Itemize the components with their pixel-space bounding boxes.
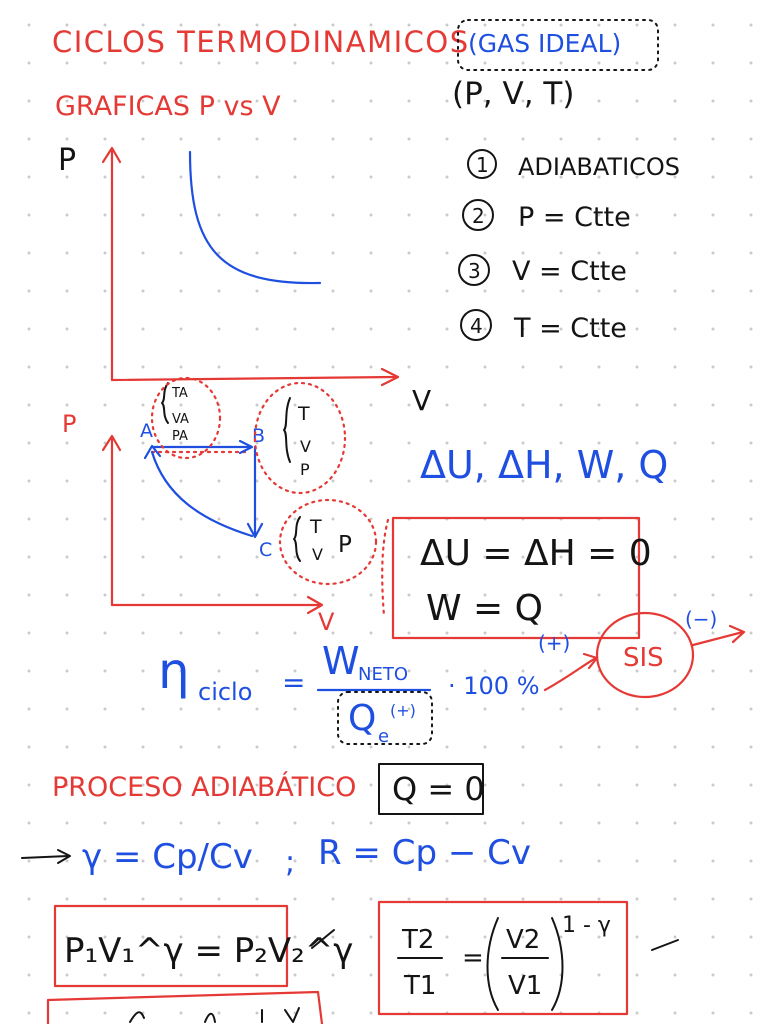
svg-text:(+): (+) (390, 701, 416, 720)
delta-u-equals-zero: ΔU = ΔH = 0 (420, 533, 652, 574)
process-list: 1 ADIABATICOS 2 P = Ctte 3 V = Ctte 4 T … (458, 149, 680, 344)
process-item-2: 2 P = Ctte (462, 199, 631, 233)
graph2-x-label: V (318, 608, 335, 636)
formula1-box (53, 904, 289, 988)
process-item-4: 4 T = Ctte (460, 309, 627, 344)
process-item-3-label: V = Ctte (512, 256, 627, 287)
formula2-box (377, 900, 629, 1016)
svg-text:V1: V1 (508, 971, 542, 1001)
svg-text:;: ; (285, 845, 295, 880)
svg-text:PA: PA (172, 429, 188, 444)
svg-text:V: V (312, 545, 323, 564)
graph1-adiabatic-curve (188, 150, 322, 285)
svg-text:3: 3 (468, 259, 481, 283)
work-equals-heat: W = Q (426, 588, 543, 629)
cycle-path-ca (150, 450, 254, 538)
pvt-variables: (P, V, T) (452, 76, 574, 112)
heat-out-sign: (−) (685, 607, 717, 631)
gamma-ratio: γ = Cp/Cv (82, 837, 253, 877)
efficiency-formula: η ciclo = W NETO Q e (+) · 100 % (158, 639, 540, 747)
graph2-y-label: P (62, 410, 76, 438)
svg-text:V: V (300, 437, 311, 456)
state-functions: ΔU, ΔH, W, Q (420, 443, 668, 487)
graph1-x-label: V (412, 384, 431, 417)
point-b-label: B (252, 425, 265, 447)
r-relation: R = Cp − Cv (318, 833, 531, 873)
point-a-label: A (140, 420, 153, 442)
work-net-subscript: NETO (358, 664, 408, 685)
svg-text:4: 4 (470, 314, 483, 338)
tv-formula: T2 T1 = V2 V1 1 - γ (397, 913, 611, 1011)
svg-text:TA: TA (171, 386, 188, 401)
formula3-box-partial (46, 990, 324, 1024)
svg-text:T: T (297, 403, 310, 425)
svg-text:1 - γ: 1 - γ (562, 913, 611, 938)
svg-text:V2: V2 (506, 925, 540, 955)
gas-ideal-dotted-box (457, 19, 659, 71)
svg-text:VA: VA (172, 412, 189, 427)
graph1-axes (101, 146, 400, 387)
eta-symbol: η (158, 642, 190, 700)
page-subtitle: GRAFICAS P vs V (55, 91, 281, 122)
page-title: CICLOS TERMODINAMICOS (52, 25, 470, 59)
process-item-4-label: T = Ctte (513, 313, 627, 344)
process-item-3: 3 V = Ctte (458, 254, 627, 287)
svg-text:T1: T1 (403, 971, 436, 1001)
process-item-1: 1 ADIABATICOS (467, 149, 680, 181)
graph2-axes (101, 434, 324, 615)
point-c-vars: T V P (278, 498, 378, 586)
gas-ideal-note: (GAS IDEAL) (468, 29, 621, 58)
percent-factor: · 100 % (448, 672, 540, 700)
checkmark-2 (651, 939, 679, 951)
svg-text:P: P (300, 460, 310, 479)
work-net: W (322, 639, 360, 683)
point-a-vars: TA VA PA (150, 376, 222, 460)
point-c-label: C (259, 539, 272, 561)
heat-entering: Q (348, 698, 376, 739)
pv-gamma-formula: P₁V₁^γ = P₂V₂^γ (64, 931, 353, 971)
system-label: SIS (623, 643, 664, 673)
system-diagram: (+) SIS (−) (538, 607, 746, 699)
checkmark-1 (311, 929, 335, 949)
q-equals-zero: Q = 0 (392, 770, 485, 808)
adiabatic-title: PROCESO ADIABÁTICO (52, 771, 356, 803)
graph1-y-label: P (58, 143, 76, 178)
svg-text:=: = (282, 666, 305, 699)
heat-in-sign: (+) (538, 631, 570, 655)
svg-text:e: e (378, 726, 389, 747)
process-item-2-label: P = Ctte (518, 202, 631, 233)
graph2-cycle (143, 439, 264, 539)
svg-text:1: 1 (476, 153, 489, 177)
gamma-definition: γ = Cp/Cv ; R = Cp − Cv (21, 833, 531, 880)
q-zero-box (378, 763, 484, 815)
svg-text:T: T (309, 516, 322, 538)
svg-text:=: = (462, 943, 484, 973)
formula3-partial-strokes (129, 1007, 300, 1023)
svg-text:P: P (338, 532, 352, 558)
eta-subscript: ciclo (198, 678, 252, 706)
point-b-vars: T V P (253, 381, 347, 495)
cycle-result-box (391, 516, 641, 640)
process-item-1-label: ADIABATICOS (518, 153, 680, 181)
svg-text:T2: T2 (401, 925, 434, 955)
svg-text:2: 2 (472, 204, 485, 228)
